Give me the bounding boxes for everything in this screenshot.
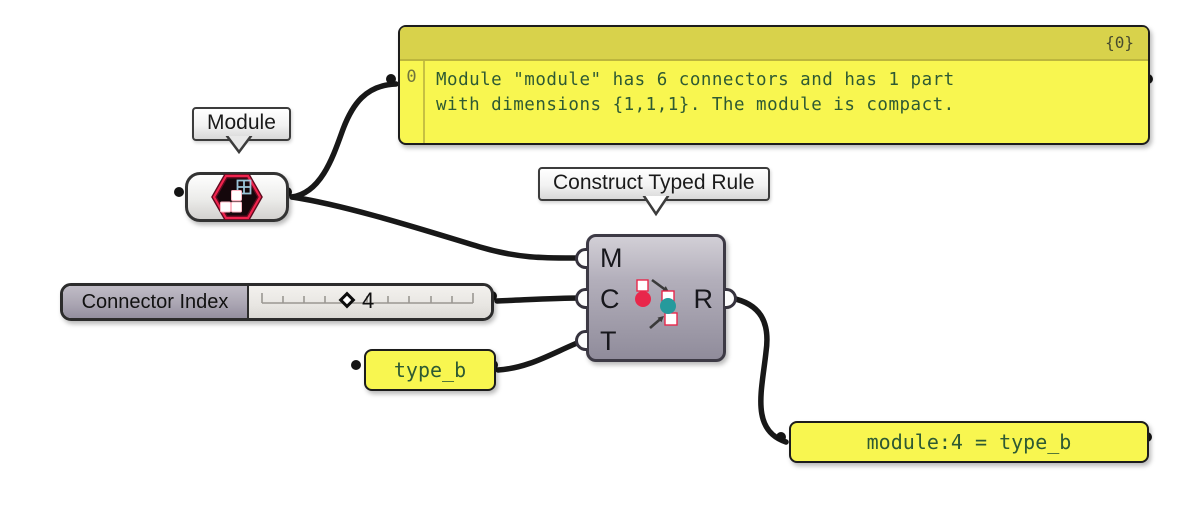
info-panel-text-line2: with dimensions {1,1,1}. The module is c… bbox=[436, 95, 955, 115]
result-panel-input-nub[interactable] bbox=[776, 432, 786, 442]
connector-index-slider[interactable]: Connector Index 4 bbox=[60, 283, 494, 321]
module-component[interactable] bbox=[185, 172, 289, 222]
rule-input-c-nub[interactable] bbox=[575, 288, 587, 309]
rule-tooltip-pointer bbox=[642, 196, 670, 217]
type-panel-input-nub[interactable] bbox=[351, 360, 361, 370]
rule-input-m-label: M bbox=[600, 243, 623, 273]
info-panel-path-badge: {0} bbox=[400, 27, 1148, 61]
rule-transform-icon bbox=[635, 278, 678, 329]
slider-ruler-ticks bbox=[261, 293, 474, 304]
rule-input-m-nub[interactable] bbox=[575, 248, 587, 269]
rule-output-r-nub[interactable] bbox=[725, 288, 737, 309]
rule-input-c-label: C bbox=[600, 284, 620, 314]
result-panel-text: module:4 = type_b bbox=[866, 430, 1072, 454]
construct-typed-rule-component[interactable]: M C T R bbox=[575, 234, 737, 362]
wire-rule-r-to-result-panel[interactable] bbox=[728, 295, 789, 445]
info-panel-text-line1: Module "module" has 6 connectors and has… bbox=[436, 70, 955, 90]
info-panel-input-nub[interactable] bbox=[386, 74, 396, 84]
type-panel[interactable]: type_b bbox=[364, 349, 496, 391]
info-panel-text: Module "module" has 6 connectors and has… bbox=[436, 68, 1140, 118]
module-hexagon-icon bbox=[211, 174, 263, 220]
rule-input-t-nub[interactable] bbox=[575, 330, 587, 351]
slider-name-label[interactable]: Connector Index bbox=[63, 286, 249, 318]
module-info-panel[interactable]: {0} 0 Module "module" has 6 connectors a… bbox=[398, 25, 1150, 145]
rule-tooltip-label: Construct Typed Rule bbox=[553, 171, 755, 194]
type-panel-text: type_b bbox=[393, 358, 467, 382]
module-input-nub[interactable] bbox=[174, 187, 184, 197]
wire-type-to-rule-t[interactable] bbox=[495, 338, 585, 373]
rule-output-r-label: R bbox=[693, 284, 714, 314]
module-tooltip: Module bbox=[192, 107, 291, 141]
wire-module-to-rule-m[interactable] bbox=[289, 194, 585, 261]
result-panel[interactable]: module:4 = type_b bbox=[789, 421, 1149, 463]
module-tooltip-label: Module bbox=[207, 111, 276, 134]
module-tooltip-pointer bbox=[225, 136, 253, 155]
wire-module-to-info-panel[interactable] bbox=[289, 81, 399, 200]
slider-track[interactable]: 4 bbox=[249, 286, 491, 318]
rule-input-t-label: T bbox=[600, 326, 617, 356]
wire-slider-to-rule-c[interactable] bbox=[494, 295, 585, 304]
slider-value: 4 bbox=[362, 288, 375, 313]
info-panel-row-index: 0 bbox=[400, 61, 425, 143]
